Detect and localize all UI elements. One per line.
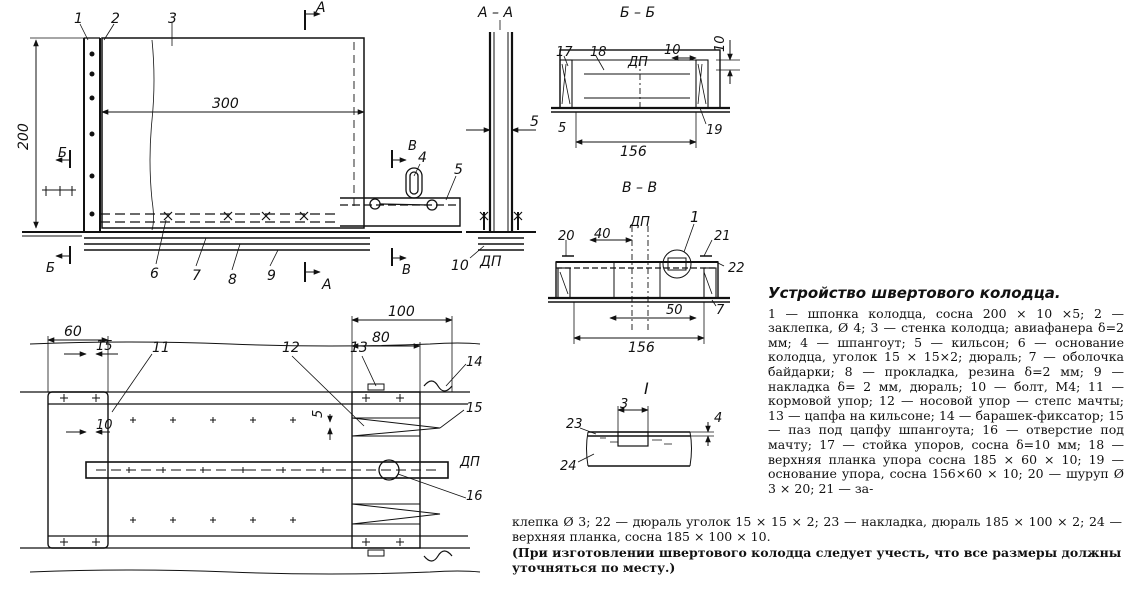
- section-mark-b-bottom: Б: [46, 261, 55, 276]
- caption-title: Устройство швертового колодца.: [768, 284, 1061, 302]
- dimension-3: 3: [620, 397, 628, 412]
- dimension-300: 300: [212, 96, 239, 112]
- section-title-v-v: В – В: [622, 180, 657, 196]
- dimension-10-plan: 10: [96, 418, 113, 433]
- caption-legend: 1 — шпонка колодца, сосна 200 × 10 ×5; 2…: [768, 305, 1124, 496]
- side-view: [22, 10, 462, 282]
- dimension-60: 60: [64, 324, 82, 340]
- section-mark-b-top: Б: [58, 146, 67, 161]
- section-mark-a-bottom: А: [321, 277, 332, 293]
- callout-1: 1: [74, 11, 83, 27]
- plan-view: [20, 316, 481, 575]
- callout-10: 10: [451, 258, 469, 274]
- dimension-10-vertical: 10: [713, 35, 728, 52]
- section-b-b: [551, 40, 740, 148]
- dimension-5-plan: 5: [311, 410, 326, 418]
- callout-23: 23: [566, 417, 583, 432]
- dimension-5-aa: 5: [530, 114, 539, 130]
- detail-i: [577, 406, 714, 467]
- dimension-156-vv: 156: [628, 340, 655, 356]
- callout-7: 7: [192, 268, 201, 284]
- dimension-4: 4: [714, 411, 722, 426]
- dimension-200: 200: [16, 123, 32, 150]
- caption-block: Устройство швертового колодца. 1 — шпонк…: [768, 286, 1124, 496]
- callout-24: 24: [560, 459, 577, 474]
- detail-title-i: I: [644, 379, 649, 398]
- callout-14: 14: [466, 355, 483, 370]
- dp-label-bb: ДП: [627, 55, 648, 70]
- caption-legend-tail: клепка Ø 3; 22 — дюраль уголок 15 × 15 ×…: [512, 514, 1122, 544]
- caption-note: (При изготовлении швертового колодца сле…: [512, 545, 1122, 575]
- section-mark-v-top: В: [408, 139, 417, 154]
- dp-label-plan: ДП: [459, 455, 480, 470]
- dimension-100: 100: [388, 304, 415, 320]
- callout-5-bb: 5: [558, 121, 566, 136]
- section-mark-a-top: А: [315, 0, 326, 16]
- callout-4: 4: [418, 150, 427, 166]
- dimension-15: 15: [96, 339, 113, 354]
- callout-19: 19: [706, 123, 723, 138]
- callout-21: 21: [714, 229, 731, 244]
- callout-22: 22: [728, 261, 745, 276]
- section-title-b-b: Б – Б: [620, 5, 655, 21]
- callout-12: 12: [282, 340, 300, 356]
- callout-6: 6: [150, 266, 159, 282]
- dimension-50: 50: [666, 303, 683, 318]
- section-a-a: [466, 20, 536, 259]
- dimension-40: 40: [594, 227, 611, 242]
- callout-1-detail-ref: 1: [690, 208, 700, 226]
- callout-8: 8: [228, 272, 237, 288]
- callout-9: 9: [267, 268, 276, 284]
- callout-13: 13: [350, 340, 368, 356]
- callout-3: 3: [168, 11, 177, 27]
- dimension-80: 80: [372, 330, 390, 346]
- callout-18: 18: [590, 45, 607, 60]
- dp-label-vv: ДП: [629, 215, 650, 230]
- callout-20: 20: [558, 229, 575, 244]
- callout-5: 5: [454, 162, 463, 178]
- callout-16: 16: [466, 489, 483, 504]
- section-mark-v-bottom: В: [402, 263, 411, 278]
- dimension-156-bb: 156: [620, 144, 647, 160]
- callout-2: 2: [111, 11, 120, 27]
- section-v-v: [548, 223, 730, 344]
- section-title-a-a: А – А: [477, 5, 513, 21]
- callout-17: 17: [556, 45, 573, 60]
- callout-15: 15: [466, 401, 483, 416]
- callout-11: 11: [152, 340, 170, 356]
- callout-7-vv: 7: [716, 303, 725, 318]
- dimension-10-bb: 10: [664, 43, 681, 58]
- dp-label-aa: ДП: [479, 254, 502, 270]
